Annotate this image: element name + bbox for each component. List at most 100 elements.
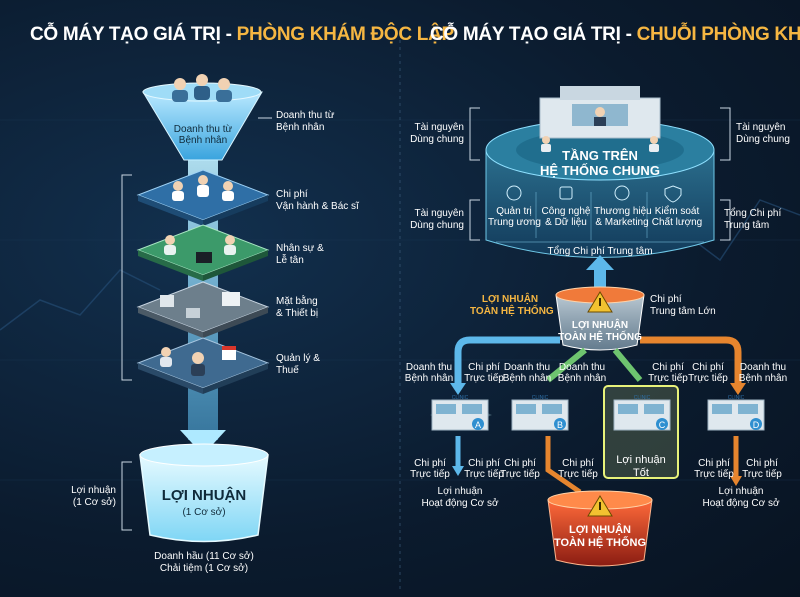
right-brackets	[469, 107, 731, 241]
shared-resource-mid-left: Tài nguyên Dùng chung	[400, 208, 464, 232]
direct-cost-line: Trực tiếp	[742, 469, 782, 480]
right-title-main: CỖ MÁY TẠO GIÁ TRỊ -	[430, 24, 637, 45]
staff-icon	[164, 235, 236, 263]
total-center-cost-line: Trung tâm	[724, 220, 770, 231]
footer-line: Chải tiệm (1 Cơ sở)	[159, 563, 249, 574]
left-bracket	[121, 117, 272, 381]
arrow-to-clinic-b	[546, 347, 587, 383]
clinic-c-sign: CLINIC	[634, 395, 651, 401]
layer-label-line: Vận hành & Bác sĩ	[276, 201, 359, 212]
clinic-building-a	[430, 399, 492, 431]
profit-side-label-line: (1 Cơ sở)	[72, 497, 116, 508]
platform-item-line: Kiểm soát	[654, 206, 700, 217]
funnel-label-line: Doanh thu từ	[173, 124, 233, 135]
direct-cost-lower-4: Chi phí Trực tiếp	[556, 458, 600, 480]
clinic-building-c	[603, 385, 679, 479]
clinic-b-sign: CLINIC	[532, 395, 549, 401]
left-title-main: CỖ MÁY TẠO GIÁ TRỊ -	[30, 24, 237, 45]
layer-label-line: Quản lý &	[276, 353, 320, 364]
direct-cost-lower-3: Chi phí Trực tiếp	[498, 458, 542, 480]
direct-cost-line: Chi phí	[652, 362, 684, 373]
clinic-a-sign: CLINIC	[452, 395, 469, 401]
direct-cost-upper-a: Chi phí Trực tiếp	[462, 362, 506, 384]
good-profit-line: Tốt	[633, 467, 649, 479]
shared-resource-top-right: Tài nguyên Dùng chung	[736, 122, 790, 146]
platform-item-line: Chất lượng	[651, 217, 703, 228]
profit-subtitle: (1 Cơ sở)	[182, 507, 226, 518]
arrow-to-clinic-a	[454, 336, 560, 385]
left-footer: Doanh hầu (11 Cơ sở) Chải tiệm (1 Cơ sở)	[134, 551, 274, 575]
revenue-label-d: Doanh thu Bệnh nhân	[738, 362, 788, 384]
right-profit-line: Hoạt động Cơ sở	[702, 498, 780, 509]
platform-item-governance: Quản trị Trung ương	[488, 206, 541, 228]
platform-item-quality: Kiểm soát Chất lượng	[650, 206, 704, 228]
arrow-head	[452, 466, 464, 476]
system-profit-center-label: LỢI NHUẬN TOÀN HỆ THỐNG	[556, 320, 644, 344]
layer-operations	[136, 169, 270, 226]
shared-resource-line: Tài nguyên	[736, 122, 786, 133]
background-trend-line	[0, 269, 161, 331]
warning-icon-mark	[599, 298, 601, 306]
manager-icon	[160, 346, 236, 376]
left-title-accent: PHÒNG KHÁM ĐỘC LẬP	[236, 24, 455, 45]
layer-label-operations: Chi phí Vận hành & Bác sĩ	[276, 189, 359, 213]
platform-title-line: HỆ THỐNG CHUNG	[540, 163, 660, 178]
layer-label-premises: Mặt bằng & Thiết bị	[276, 296, 318, 320]
layer-label-line: Nhân sự &	[276, 243, 324, 254]
shared-resource-line: Dùng chung	[736, 134, 790, 145]
profit-cup-rim	[139, 443, 269, 467]
layer-label-staff: Nhân sự & Lễ tân	[276, 243, 324, 267]
profit-cup	[139, 454, 269, 543]
direct-cost-line: Chi phí	[562, 458, 594, 469]
platform-item-line: & Dữ liệu	[545, 217, 587, 228]
revenue-label-line: Bệnh nhân	[276, 122, 325, 133]
shared-resource-top-left: Tài nguyên Dùng chung	[400, 122, 464, 146]
bottom-profit-line: LỢI NHUẬN	[569, 524, 631, 536]
revenue-line: Bệnh nhân	[738, 373, 788, 384]
revenue-label: Doanh thu từ Bệnh nhân	[276, 110, 334, 134]
total-center-cost-right: Tổng Chi phí Trung tâm	[724, 208, 781, 232]
base-profit-line: Lợi nhuận	[437, 486, 483, 497]
profit-side-label: Lợi nhuận (1 Cơ sở)	[40, 485, 116, 509]
direct-cost-lower-2: Chi phí Trực tiếp	[462, 458, 506, 480]
arrow-to-clinic-c	[612, 348, 643, 382]
system-profit-line: TOÀN HỆ THỐNG	[470, 306, 554, 317]
direct-cost-line: Chi phí	[746, 458, 778, 469]
good-profit-label: Lợi nhuận Tốt	[610, 454, 672, 480]
clinic-b-letter: B	[557, 420, 563, 430]
layer-label-line: Chi phí	[276, 189, 308, 200]
direct-cost-line: Trực tiếp	[500, 469, 540, 480]
funnel-label-line: Bệnh nhân	[178, 135, 228, 146]
right-title: CỖ MÁY TẠO GIÁ TRỊ - CHUỖI PHÒNG KHÁM	[430, 24, 800, 46]
system-profit-cup	[555, 294, 645, 351]
layer-premises	[136, 281, 270, 338]
footer-line: Doanh hầu (11 Cơ sở)	[154, 551, 254, 562]
system-profit-line: LỢI NHUẬN	[571, 320, 629, 331]
funnel-label: Doanh thu từ Bệnh nhân	[168, 124, 238, 146]
shared-resource-line: Dùng chung	[410, 220, 464, 231]
platform-item-line: Trung ương	[488, 217, 541, 228]
headquarters-building	[539, 86, 661, 139]
arrow-to-clinic-d	[640, 336, 742, 385]
direct-cost-line: Chi phí	[692, 362, 724, 373]
big-center-cost-line: Trung tâm Lớn	[650, 306, 716, 317]
platform-item-line: Quản trị	[496, 206, 532, 217]
direct-cost-lower-5: Chi phí Trực tiếp	[692, 458, 736, 480]
direct-cost-line: Trực tiếp	[694, 469, 734, 480]
right-title-accent: CHUỖI PHÒNG KHÁM	[636, 24, 800, 45]
direct-cost-upper-c: Chi phí Trực tiếp	[646, 362, 690, 384]
base-profit-line: Hoạt động Cơ sở	[421, 498, 499, 509]
platform-title-line: TẦNG TRÊN	[562, 148, 638, 163]
arrow-head	[450, 383, 466, 395]
shared-resource-line: Tài nguyên	[414, 122, 464, 133]
total-center-cost-bottom: Tổng Chi phí Trung tâm	[547, 246, 653, 257]
revenue-line: Doanh thu	[558, 362, 606, 373]
direct-cost-upper-d: Chi phí Trực tiếp	[686, 362, 730, 384]
base-profit-label: Lợi nhuận Hoạt động Cơ sở	[410, 486, 510, 510]
layer-label-line: Thuế	[276, 365, 299, 376]
arrow-up-to-platform	[586, 255, 614, 290]
revenue-line: Bệnh nhân	[404, 373, 454, 384]
direct-cost-line: Trực tiếp	[464, 469, 504, 480]
platform-item-line: & Marketing	[595, 217, 649, 228]
